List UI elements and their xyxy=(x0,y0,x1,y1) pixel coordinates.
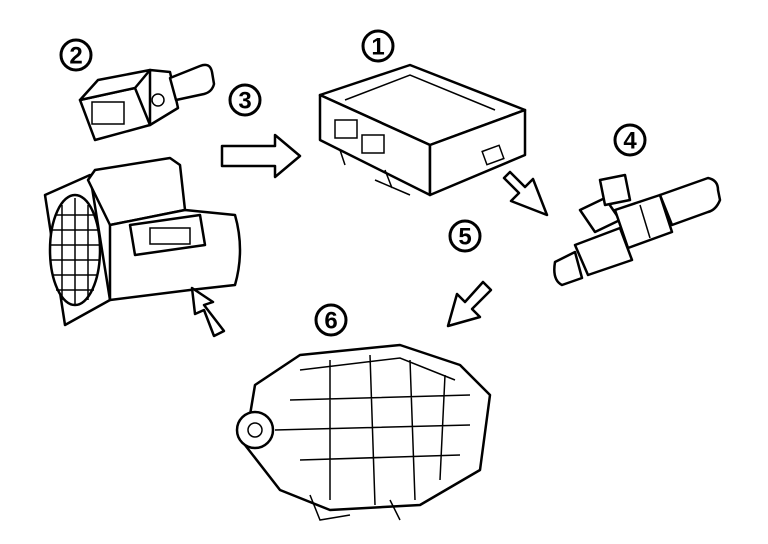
fuel-injector xyxy=(553,173,722,287)
label-3-text: 3 xyxy=(238,88,251,115)
arrow-right xyxy=(220,133,302,179)
label-2: 2 xyxy=(59,38,93,72)
label-6-text: 6 xyxy=(324,308,337,335)
label-4-text: 4 xyxy=(623,128,637,155)
arrow-up xyxy=(190,286,226,338)
arrow-down-right xyxy=(502,170,549,217)
air-flow-meter xyxy=(43,156,242,327)
label-5: 5 xyxy=(448,219,482,253)
engine xyxy=(235,343,492,521)
label-3: 3 xyxy=(228,83,262,117)
label-1: 1 xyxy=(361,29,395,63)
label-1-text: 1 xyxy=(371,34,384,61)
engine-control-unit xyxy=(318,63,527,197)
label-6: 6 xyxy=(314,303,348,337)
label-4: 4 xyxy=(613,123,647,157)
temperature-sensor xyxy=(78,63,216,142)
label-2-text: 2 xyxy=(69,43,82,70)
arrow-down-left xyxy=(446,280,493,328)
label-5-text: 5 xyxy=(458,224,471,251)
